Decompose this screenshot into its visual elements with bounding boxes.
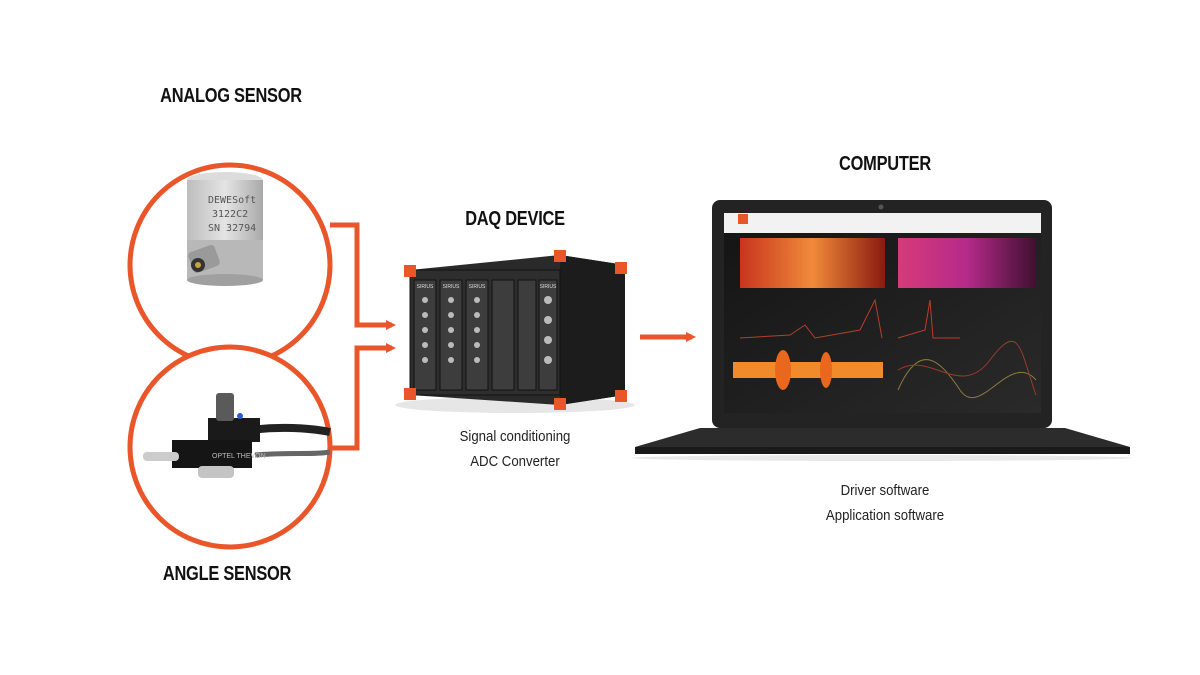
daq-module-lettering: SIRIUS — [469, 284, 486, 290]
angle-sensor-image: OPTEL THEVON — [143, 393, 331, 478]
analog-to-daq-connector — [330, 222, 396, 330]
accelerometer-lettering: DEWESoft — [208, 195, 256, 206]
laptop-image — [632, 200, 1132, 461]
daq-device-title: DAQ DEVICE — [465, 208, 565, 230]
svg-text:3122C2: 3122C2 — [212, 209, 248, 220]
daq-module-lettering: SIRIUS — [417, 284, 434, 290]
computer-description: Driver software Application software — [826, 478, 944, 528]
computer-title: COMPUTER — [839, 153, 931, 175]
angle-to-daq-connector — [330, 343, 396, 451]
daq-device-image: SIRIUS SIRIUS SIRIUS SIRIUS — [395, 250, 635, 413]
daq-module-lettering: SIRIUS — [443, 284, 460, 290]
daq-line-signal-conditioning: Signal conditioning — [459, 428, 571, 445]
daq-description: Signal conditioning ADC Converter — [460, 424, 571, 474]
daq-module-lettering: SIRIUS — [540, 284, 557, 290]
svg-text:SN 32794: SN 32794 — [208, 223, 256, 234]
daq-line-adc-converter: ADC Converter — [470, 453, 560, 470]
analog-sensor-title: ANALOG SENSOR — [160, 85, 302, 107]
accelerometer-image: DEWESoft 3122C2 SN 32794 — [187, 172, 263, 286]
angle-sensor-lettering: OPTEL THEVON — [212, 453, 266, 460]
angle-sensor-title: ANGLE SENSOR — [162, 563, 292, 585]
computer-line-application: Application software — [825, 507, 945, 524]
computer-line-driver: Driver software — [840, 482, 930, 499]
